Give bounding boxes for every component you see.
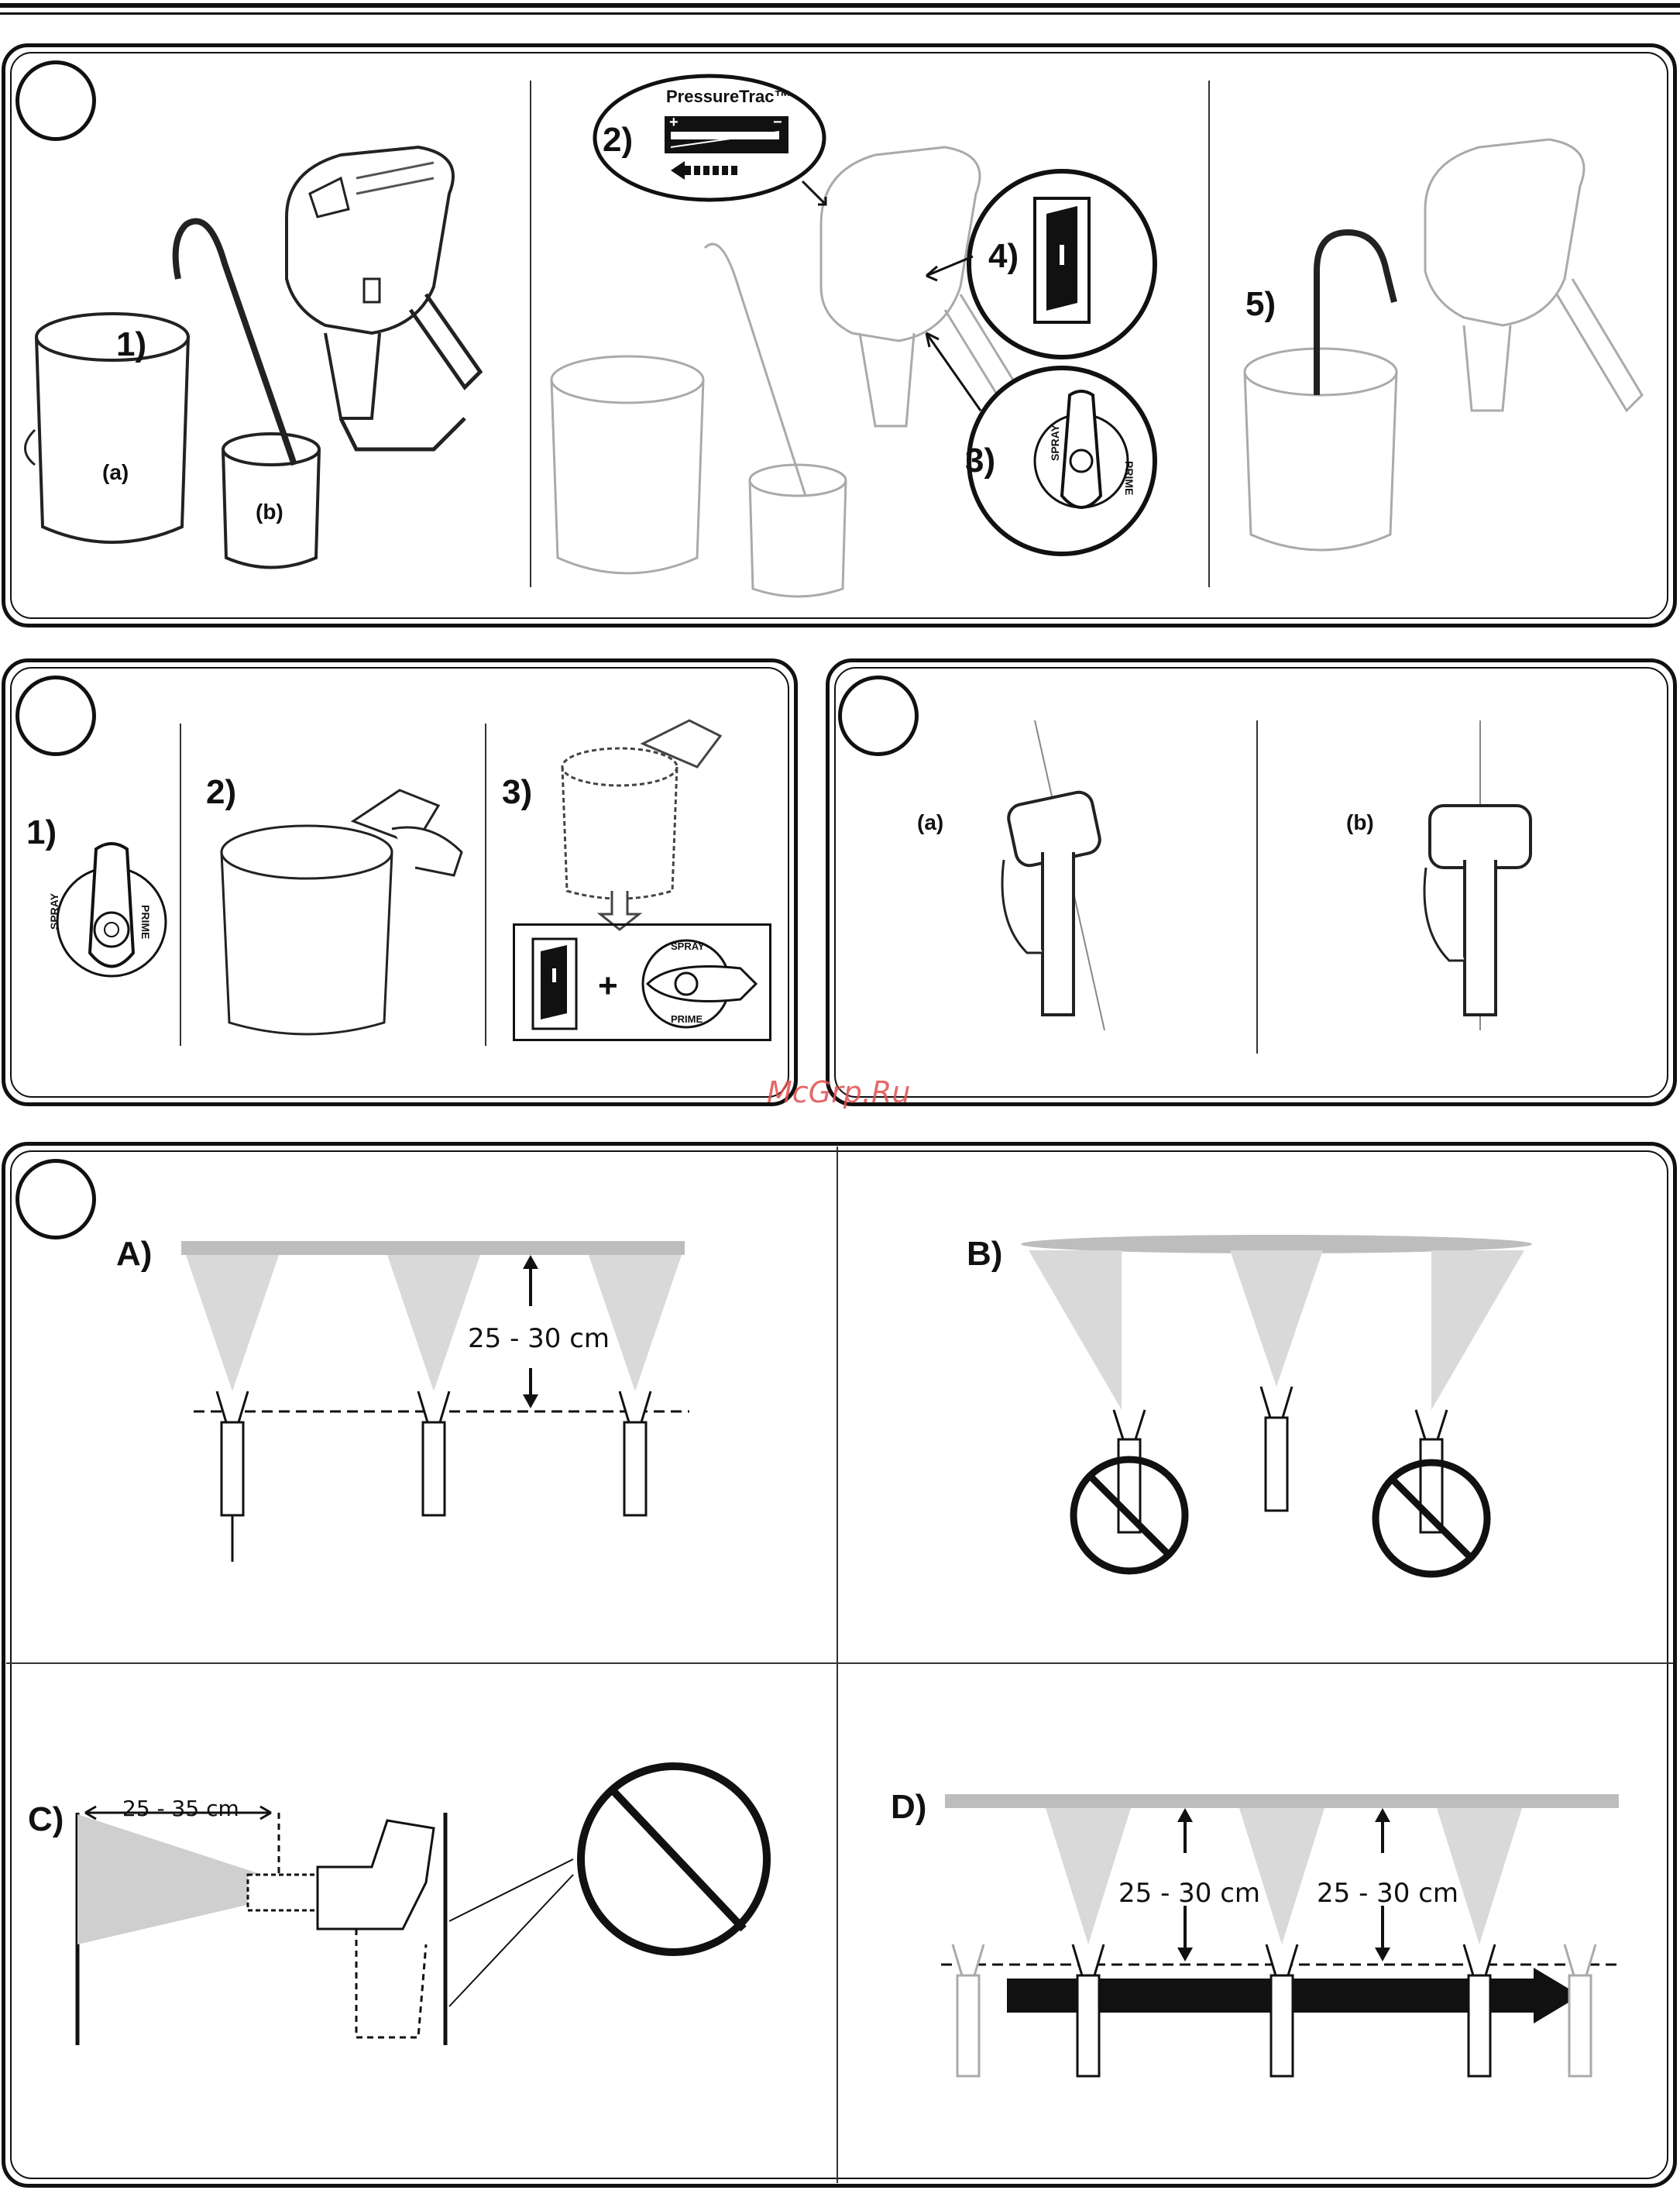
- spray-into-bucket-illustration: [214, 775, 477, 1046]
- technique-b-label: B): [967, 1235, 1002, 1274]
- tilted-grip-illustration: [996, 720, 1128, 1030]
- straight-grip-illustration: [1414, 720, 1546, 1030]
- divider: [837, 1147, 838, 2183]
- step-3-label: 3): [965, 442, 995, 480]
- svg-text:SPRAY: SPRAY: [1049, 424, 1061, 461]
- step-1-label: 1): [116, 325, 146, 364]
- divider: [1208, 81, 1210, 587]
- callout-pointer: [926, 253, 981, 284]
- distance-label: 25 - 35 cm: [122, 1796, 239, 1821]
- prime-mark: PRIME: [671, 1013, 703, 1025]
- header-rule-thin: [0, 12, 1680, 15]
- step-4-label: 4): [988, 237, 1019, 276]
- technique-c-label: C): [28, 1800, 64, 1839]
- callout-pointer: [926, 333, 988, 426]
- step-2-label: 2): [603, 121, 633, 160]
- return-to-bucket-illustration: [558, 720, 728, 922]
- side-distance-illustration: [62, 1650, 806, 2053]
- step-badge: [15, 676, 96, 756]
- distance-label: 25 - 30 cm: [1118, 1878, 1260, 1909]
- technique-a-label: A): [116, 1235, 152, 1274]
- svg-text:PRIME: PRIME: [1123, 461, 1135, 495]
- divider: [530, 81, 531, 587]
- bucket-b-label: (b): [256, 500, 283, 524]
- pressuretrac-brand: PressureTrac™: [666, 87, 791, 107]
- prime-mark: PRIME: [139, 905, 152, 939]
- plus-sign: +: [598, 967, 618, 1006]
- divider: [485, 724, 486, 1046]
- sweep-technique-illustration: [929, 1789, 1627, 2161]
- correct-distance-illustration: [178, 1236, 705, 1585]
- spray-mark: SPRAY: [671, 940, 705, 952]
- distance-label: 25 - 30 cm: [468, 1323, 610, 1354]
- step-5-label: 5): [1245, 285, 1276, 324]
- incorrect-angle-illustration: [1021, 1232, 1532, 1596]
- grip-b-label: (b): [1346, 810, 1374, 835]
- svg-text:+: +: [669, 114, 679, 131]
- distance-label: 25 - 30 cm: [1317, 1878, 1458, 1909]
- switch-icon: [531, 937, 578, 1030]
- technique-d-label: D): [891, 1788, 926, 1827]
- step-3-label: 3): [502, 773, 532, 812]
- prime-spray-knob-illustration: [46, 837, 186, 984]
- header-rule: [0, 3, 1680, 8]
- prime-tube-in-bucket-illustration: [1239, 116, 1673, 550]
- step-badge: [15, 1159, 96, 1239]
- spray-mark: SPRAY: [48, 893, 60, 930]
- step-badge: [838, 676, 919, 756]
- panel-grip: [826, 658, 1677, 1106]
- watermark: McGrp.Ru: [767, 1075, 910, 1109]
- divider: [1256, 720, 1258, 1054]
- svg-text:−: −: [773, 114, 782, 131]
- bucket-a-label: (a): [102, 460, 129, 485]
- step-badge: [15, 60, 96, 141]
- grip-a-label: (a): [917, 810, 943, 835]
